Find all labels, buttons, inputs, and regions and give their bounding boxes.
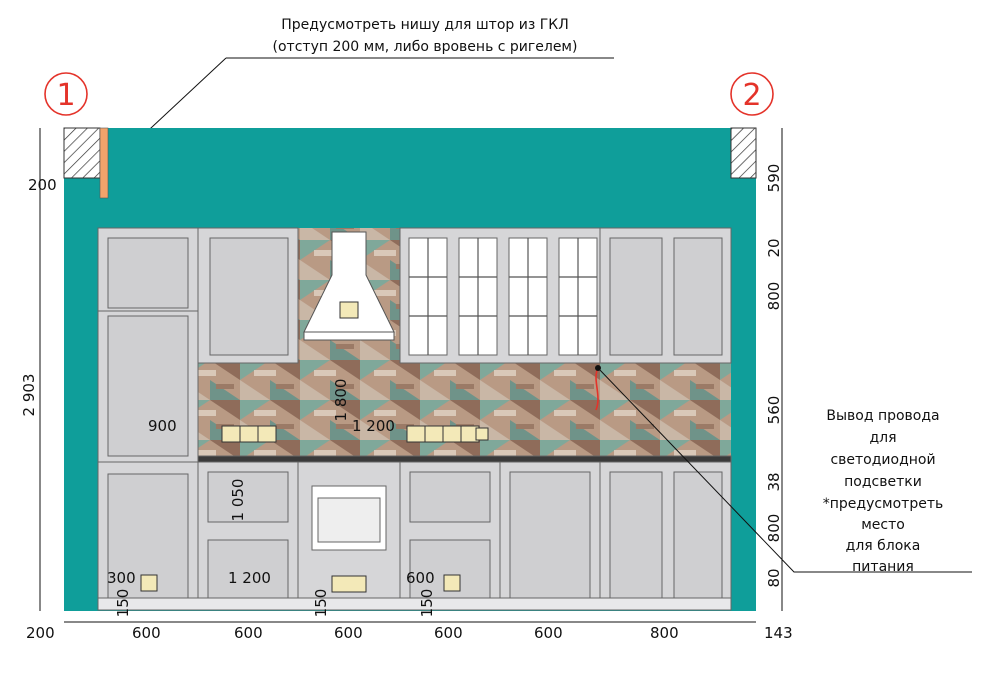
dim-150: 150 <box>114 589 132 618</box>
dim-right-560: 560 <box>765 396 783 425</box>
socket-low-right <box>443 574 461 592</box>
axis-label-1: 1 <box>56 78 75 113</box>
dim-bottom-600: 600 <box>434 624 463 642</box>
side-note-line: *предусмотреть <box>823 496 944 512</box>
axis-marker-2: 2 <box>730 72 774 116</box>
dim-total-height: 2 903 <box>20 374 38 417</box>
dimension-lines <box>39 128 783 623</box>
side-note-line: для блока <box>846 538 921 554</box>
socket-block-right <box>406 425 489 443</box>
dim-1050: 1 050 <box>229 479 247 522</box>
axis-marker-1: 1 <box>44 72 88 116</box>
dim-150: 150 <box>418 589 436 618</box>
hood-socket <box>339 301 359 319</box>
dim-right-20: 20 <box>765 238 783 257</box>
side-note: Вывод провода для светодиодной подсветки… <box>823 408 944 575</box>
glass-muntins <box>409 238 597 355</box>
dim-bottom-600: 600 <box>132 624 161 642</box>
top-note-line-1: Предусмотреть нишу для штор из ГКЛ <box>281 17 569 33</box>
kitchen-cabinets <box>97 227 732 611</box>
socket-block-left <box>221 425 277 443</box>
dim-bottom-143: 143 <box>764 624 793 642</box>
dim-right-590: 590 <box>765 164 783 193</box>
axis-label-2: 2 <box>742 78 761 113</box>
dim-1200-top: 1 200 <box>352 417 395 435</box>
dim-1800: 1 800 <box>332 379 350 422</box>
dim-150: 150 <box>312 589 330 618</box>
side-note-line: питания <box>852 559 914 575</box>
side-note-line: место <box>861 517 905 533</box>
dim-left-200: 200 <box>28 176 57 194</box>
dim-right-38: 38 <box>765 472 783 491</box>
dim-1200-low: 1 200 <box>228 569 271 587</box>
dim-300: 300 <box>107 569 136 587</box>
backsplash <box>198 363 731 459</box>
side-note-line: подсветки <box>844 474 922 490</box>
dim-bottom-600: 600 <box>234 624 263 642</box>
dim-right-800b: 800 <box>765 514 783 543</box>
pipe <box>99 127 109 199</box>
socket-low-left <box>140 574 158 592</box>
dim-900: 900 <box>148 417 177 435</box>
dim-right-80: 80 <box>765 568 783 587</box>
led-wire <box>595 367 599 411</box>
socket-low-center <box>331 575 367 593</box>
dim-bottom-600: 600 <box>334 624 363 642</box>
dim-bottom-600: 600 <box>534 624 563 642</box>
side-note-line: Вывод провода <box>826 408 939 424</box>
side-note-line: светодиодной <box>830 452 935 468</box>
dim-600: 600 <box>406 569 435 587</box>
dim-bottom-800: 800 <box>650 624 679 642</box>
top-note-line-2: (отступ 200 мм, либо вровень с ригелем) <box>273 39 578 55</box>
side-note-line: для <box>869 430 896 446</box>
side-note-leader <box>597 367 972 573</box>
dim-bottom-200: 200 <box>26 624 55 642</box>
dim-right-800: 800 <box>765 282 783 311</box>
